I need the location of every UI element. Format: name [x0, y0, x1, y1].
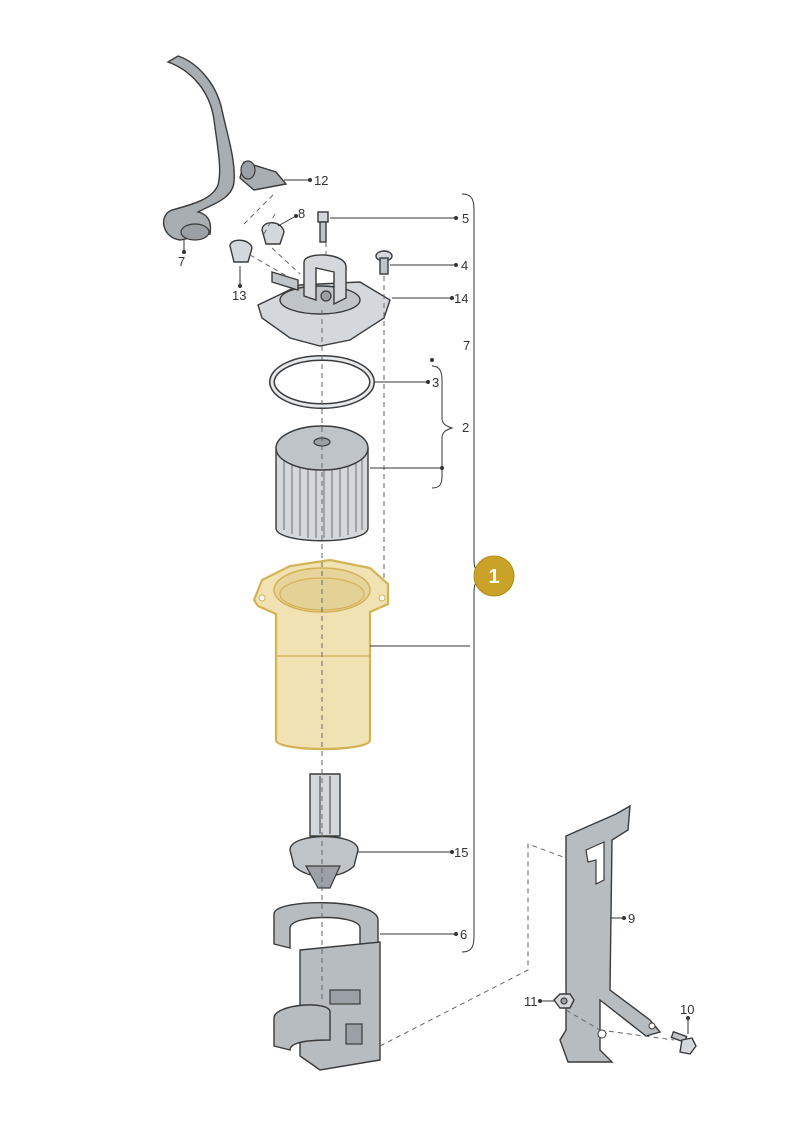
leader-lines — [182, 178, 690, 1034]
bleed-screw-part-5[interactable] — [317, 211, 329, 243]
label-11: 11 — [524, 994, 538, 1009]
heater-part-15[interactable] — [289, 773, 359, 889]
screw-part-4[interactable] — [375, 250, 393, 275]
label-10: 10 — [680, 1002, 694, 1017]
hose-part-7[interactable] — [162, 55, 235, 241]
bolt-part-10[interactable] — [670, 1030, 697, 1055]
label-12: 12 — [314, 173, 328, 188]
part-1-badge[interactable]: 1 — [473, 555, 515, 597]
badge-number: 1 — [488, 566, 499, 588]
label-5: 5 — [462, 211, 469, 226]
label-15: 15 — [454, 845, 468, 860]
label-6: 6 — [460, 927, 467, 942]
holder-bracket-part-6[interactable] — [273, 902, 381, 1071]
label-7: 7 — [463, 338, 470, 353]
label-2: 2 — [462, 420, 469, 435]
hose-part-12[interactable] — [239, 160, 288, 191]
label-3: 3 — [432, 375, 439, 390]
label-4: 4 — [461, 258, 468, 273]
filter-kit-brace — [431, 365, 454, 489]
filter-head-part-14[interactable] — [257, 254, 391, 347]
nut-part-11[interactable] — [553, 993, 575, 1009]
label-13: 13 — [232, 288, 246, 303]
assembly-axis-lines — [243, 191, 675, 1047]
label-8: 8 — [298, 206, 305, 221]
clip-part-8[interactable] — [261, 222, 285, 245]
label-9: 9 — [628, 911, 635, 926]
filter-housing-highlighted[interactable] — [252, 558, 390, 751]
label-7-hose: 7 — [178, 254, 185, 269]
clip-part-13[interactable] — [229, 239, 253, 263]
support-bracket-part-9[interactable] — [559, 804, 662, 1063]
label-14: 14 — [454, 291, 468, 306]
